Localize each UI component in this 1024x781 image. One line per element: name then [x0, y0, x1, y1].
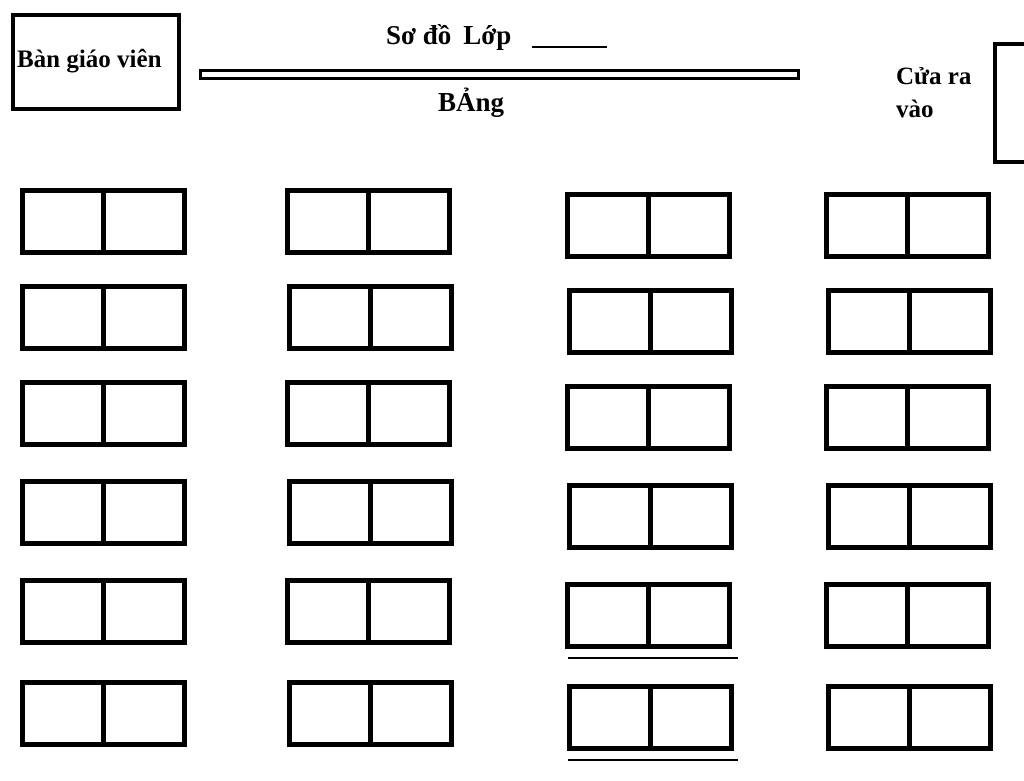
seat	[25, 385, 101, 442]
student-desk	[285, 578, 452, 645]
seat	[648, 293, 729, 350]
student-desk	[20, 479, 187, 546]
seat	[25, 685, 101, 742]
student-desk	[285, 188, 452, 255]
student-desk	[20, 680, 187, 747]
seat	[101, 193, 182, 250]
class-name-blank	[532, 46, 607, 48]
seat	[907, 293, 988, 350]
student-desk	[287, 284, 454, 351]
seat	[25, 484, 101, 541]
seat	[292, 289, 368, 346]
seat	[290, 193, 366, 250]
door-label-line1: Cửa ra	[896, 63, 972, 90]
seat	[570, 587, 646, 644]
seat	[292, 484, 368, 541]
seat	[368, 484, 449, 541]
student-desk	[20, 578, 187, 645]
diagram-title: Sơ đồ Lớp	[386, 20, 511, 51]
student-desk	[565, 192, 732, 259]
seat	[572, 488, 648, 545]
seat	[907, 689, 988, 746]
seat	[648, 689, 729, 746]
student-desk	[565, 384, 732, 451]
seat	[829, 197, 905, 254]
seat	[829, 587, 905, 644]
desk-underline	[568, 657, 738, 659]
student-desk	[826, 684, 993, 751]
seat	[101, 385, 182, 442]
seat	[905, 389, 986, 446]
seat	[25, 289, 101, 346]
teacher-desk-label: Bàn giáo viên	[17, 46, 162, 73]
student-desk	[287, 680, 454, 747]
seat	[292, 685, 368, 742]
class-label: Lớp	[463, 20, 512, 50]
seat	[831, 488, 907, 545]
seat	[829, 389, 905, 446]
seat	[905, 197, 986, 254]
student-desk	[826, 483, 993, 550]
desk-underline	[568, 759, 738, 761]
seat	[646, 389, 727, 446]
blackboard	[199, 69, 800, 80]
student-desk	[824, 192, 991, 259]
seat	[366, 583, 447, 640]
seat	[101, 583, 182, 640]
seat	[831, 689, 907, 746]
seat	[907, 488, 988, 545]
seat	[366, 193, 447, 250]
student-desk	[20, 188, 187, 255]
seat	[290, 385, 366, 442]
seat	[570, 197, 646, 254]
seat	[905, 587, 986, 644]
seat	[368, 289, 449, 346]
seat	[368, 685, 449, 742]
seat	[831, 293, 907, 350]
seat	[572, 689, 648, 746]
student-desk	[20, 380, 187, 447]
student-desk	[20, 284, 187, 351]
seat	[101, 484, 182, 541]
student-desk	[567, 684, 734, 751]
seat	[366, 385, 447, 442]
student-desk	[567, 483, 734, 550]
student-desk	[826, 288, 993, 355]
student-desk	[285, 380, 452, 447]
blackboard-label: BẢng	[438, 87, 505, 117]
seat	[572, 293, 648, 350]
student-desk	[824, 384, 991, 451]
seat	[101, 289, 182, 346]
student-desk	[565, 582, 732, 649]
seat	[648, 488, 729, 545]
door-label-line2: vào	[896, 96, 934, 123]
seat	[25, 583, 101, 640]
seat	[646, 197, 727, 254]
seat	[646, 587, 727, 644]
title-prefix: Sơ đồ	[386, 20, 452, 50]
seat	[570, 389, 646, 446]
seat	[290, 583, 366, 640]
student-desk	[287, 479, 454, 546]
seat	[25, 193, 101, 250]
door-label: Cửa ra vào	[896, 60, 971, 126]
student-desk	[567, 288, 734, 355]
door	[993, 42, 1024, 164]
teacher-desk	[11, 13, 181, 111]
seat	[101, 685, 182, 742]
student-desk	[824, 582, 991, 649]
